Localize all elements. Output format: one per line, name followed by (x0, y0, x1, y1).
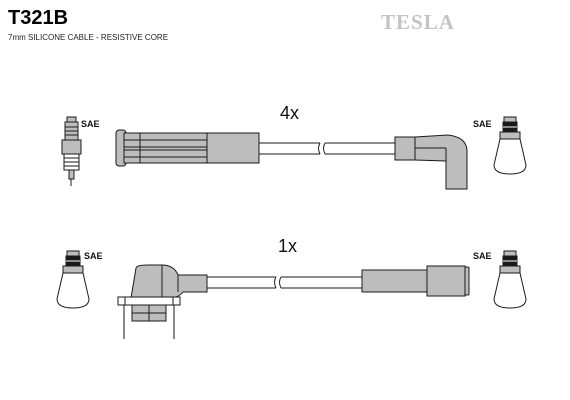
straight-boot-connector (361, 265, 470, 297)
ignition-cable (259, 142, 395, 155)
row2-quantity: 1x (278, 236, 298, 256)
coil-boot-connector (117, 264, 208, 339)
row1-left-sae-label: SAE (81, 119, 100, 129)
spark-plug-icon (61, 116, 82, 186)
brand-logo: TESLA (381, 10, 455, 34)
distributor-terminal-icon (56, 250, 90, 309)
row2-left-sae-label: SAE (84, 251, 103, 261)
cable-description: 7mm SILICONE CABLE - RESISTIVE CORE (8, 33, 169, 42)
row1-quantity: 4x (280, 103, 300, 123)
distributor-terminal-icon (493, 116, 527, 175)
angled-boot-connector (394, 134, 468, 190)
ignition-cable (207, 276, 362, 289)
row2-right-sae-label: SAE (473, 251, 492, 261)
distributor-terminal-icon (493, 250, 527, 309)
row1-right-sae-label: SAE (473, 119, 492, 129)
straight-boot-connector (115, 129, 260, 167)
part-number: T321B (8, 7, 69, 29)
